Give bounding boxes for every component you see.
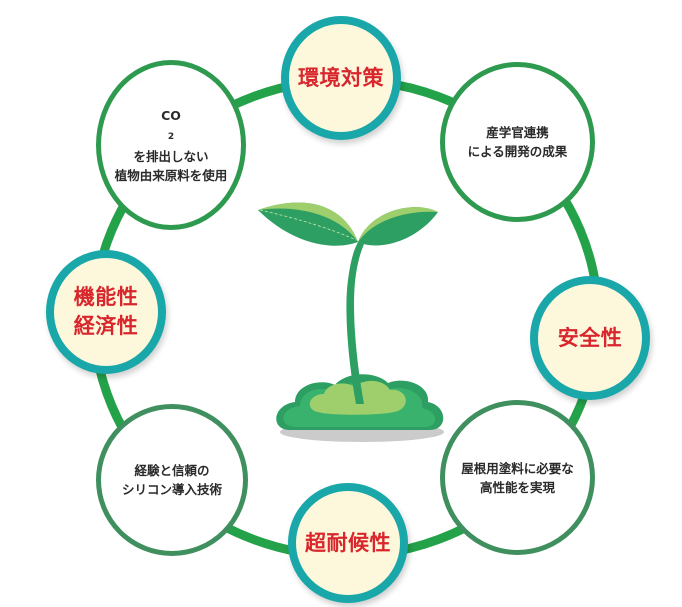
info-node-label: 産学官連携 による開発の成果 <box>467 125 568 159</box>
key-node-label: 安全性 <box>557 325 623 350</box>
sprout-icon <box>258 202 444 442</box>
info-node-silicone-tech: 経験と信頼の シリコン導入技術 <box>96 404 248 556</box>
info-node-label: 屋根用塗料に必要な 高性能を実現 <box>461 460 574 495</box>
info-node-collaboration: 産学官連携 による開発の成果 <box>440 62 595 222</box>
key-node-safety: 安全性 <box>530 276 650 400</box>
key-node-function-economy: 機能性 経済性 <box>46 250 166 374</box>
key-node-label: 環境対策 <box>298 65 384 90</box>
info-node-roof-coating: 屋根用塗料に必要な 高性能を実現 <box>440 400 595 555</box>
info-node-label: 経験と信頼の シリコン導入技術 <box>121 463 222 497</box>
key-node-label: 機能性 経済性 <box>73 285 139 338</box>
key-node-weather-resistance: 超耐候性 <box>288 483 408 603</box>
key-node-environment: 環境対策 <box>281 16 401 140</box>
key-node-label: 超耐候性 <box>305 530 391 555</box>
